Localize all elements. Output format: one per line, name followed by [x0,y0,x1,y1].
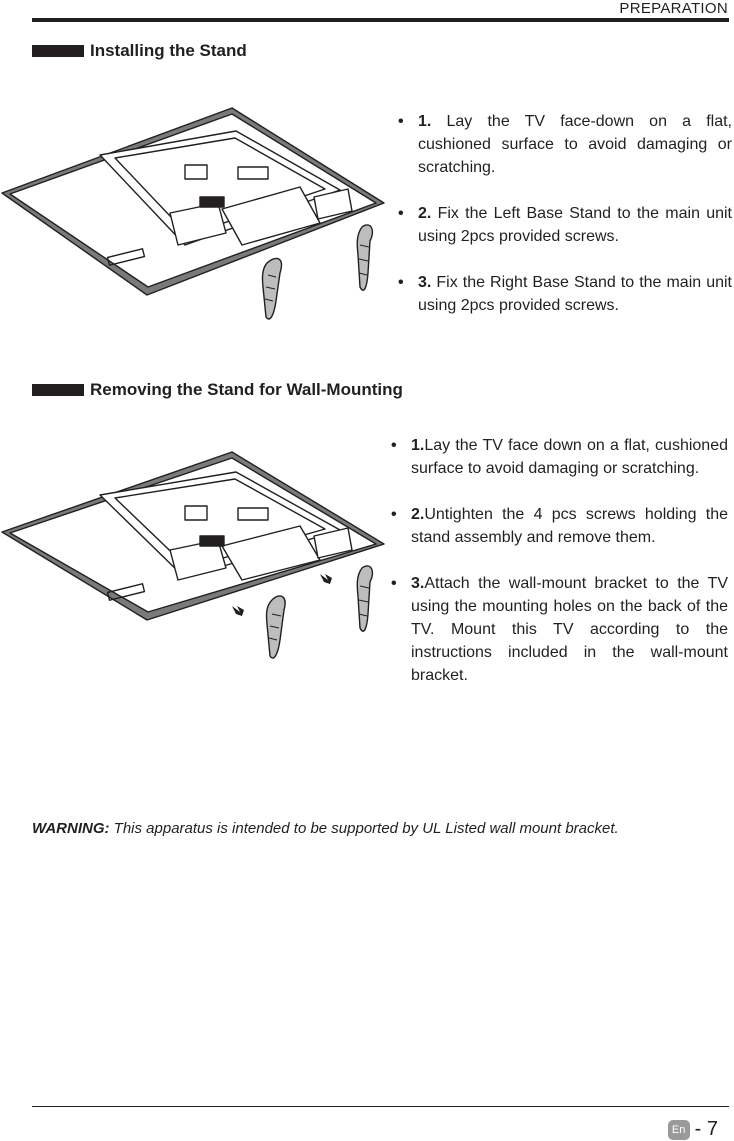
bullet: • [391,506,397,523]
section-heading-wall-mounting: Removing the Stand for Wall-Mounting [32,380,403,400]
step-number: 1. [411,437,425,454]
step-text: Fix the Right Base Stand to the main uni… [418,274,732,314]
step-number: 2. [411,506,425,523]
page-number-text: - 7 [694,1118,718,1140]
bullet: • [391,437,397,454]
step-text: Untighten the 4 pcs screws holding the s… [411,506,728,546]
list-item: • 2. Fix the Left Base Stand to the main… [398,202,732,248]
warning-note: WARNING: This apparatus is intended to b… [32,820,619,837]
tv-stand-install-illustration [1,107,385,320]
installing-steps: • 1. Lay the TV face-down on a flat, cus… [398,110,732,317]
tv-stand-removal-illustration [1,451,385,659]
language-badge: En [667,1119,690,1140]
step-text: Lay the TV face down on a flat, cushione… [411,437,728,477]
list-item: • 2.Untighten the 4 pcs screws holding t… [391,503,728,549]
header-rule [32,18,729,22]
warning-label: WARNING: [32,820,110,837]
bullet: • [398,113,404,130]
section-label: PREPARATION [619,0,728,17]
list-item: • 1.Lay the TV face down on a flat, cush… [391,434,728,480]
heading-bar [32,45,84,57]
step-text: Attach the wall-mount bracket to the TV … [411,575,728,684]
heading-bar [32,384,84,396]
list-item: • 1. Lay the TV face-down on a flat, cus… [398,110,732,179]
step-number: 2. [418,205,432,222]
section-title: Installing the Stand [90,41,247,60]
warning-text: This apparatus is intended to be support… [109,820,619,837]
section-heading-installing: Installing the Stand [32,41,247,61]
bullet: • [391,575,397,592]
footer-rule [32,1106,729,1107]
step-number: 3. [411,575,425,592]
step-text: Lay the TV face-down on a flat, cushione… [418,113,732,176]
section-title: Removing the Stand for Wall-Mounting [90,380,403,399]
bullet: • [398,274,404,291]
step-number: 3. [418,274,432,291]
page-number: En - 7 [667,1118,718,1141]
step-number: 1. [418,113,432,130]
wall-mounting-steps: • 1.Lay the TV face down on a flat, cush… [391,434,728,687]
step-text: Fix the Left Base Stand to the main unit… [418,205,732,245]
bullet: • [398,205,404,222]
list-item: • 3.Attach the wall-mount bracket to the… [391,572,728,687]
list-item: • 3. Fix the Right Base Stand to the mai… [398,271,732,317]
